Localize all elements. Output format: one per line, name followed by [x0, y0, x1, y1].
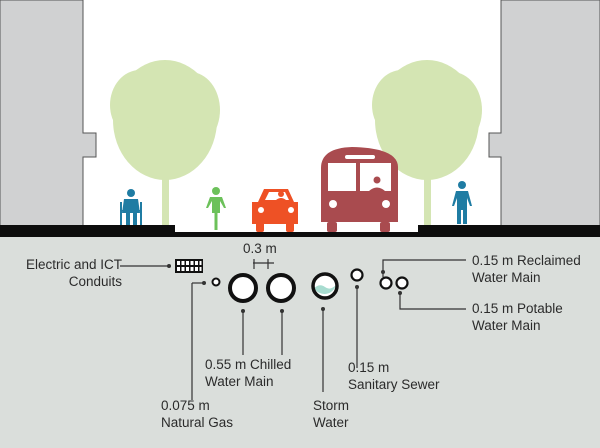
- chilled-size: 0.55 m Chilled: [205, 357, 292, 372]
- building-right: [488, 0, 600, 227]
- leader-dots: [167, 264, 402, 313]
- chilled-name: Water Main: [205, 374, 274, 389]
- reclaimed-name: Water Main: [472, 270, 541, 285]
- spacing-value: 0.3 m: [243, 241, 277, 256]
- gas-size: 0.075 m: [161, 398, 210, 413]
- electric-label-line2: Conduits: [68, 274, 122, 289]
- storm-water-label: Storm Water: [313, 397, 349, 431]
- bus-icon: [321, 147, 399, 232]
- gas-pipe-icon: [211, 277, 221, 287]
- sanitary-sewer-label: 0.15 m Sanitary Sewer: [348, 359, 440, 393]
- reclaimed-size: 0.15 m Reclaimed: [472, 253, 581, 268]
- car-icon: [252, 189, 298, 232]
- cyclist-icon: [206, 187, 226, 230]
- chilled-water-label: 0.55 m Chilled Water Main: [205, 356, 291, 390]
- spacing-label: 0.3 m: [243, 240, 277, 257]
- electric-label-line1: Electric and ICT: [25, 257, 122, 272]
- chilled-water-pipe-right-icon: [266, 273, 296, 303]
- sanitary-sewer-pipe-icon: [350, 268, 364, 282]
- building-left: [0, 0, 97, 227]
- reclaimed-water-pipe-icon: [379, 276, 393, 290]
- pedestrian-icon: [452, 181, 472, 224]
- gas-name: Natural Gas: [161, 415, 234, 430]
- underground-area: [0, 237, 600, 448]
- potable-size: 0.15 m Potable: [472, 301, 563, 316]
- storm-water-pipe-icon: [311, 272, 339, 300]
- electric-conduits-label: Electric and ICT Conduits: [14, 256, 122, 290]
- tree-left-icon: [110, 60, 220, 226]
- tree-right-icon: [372, 60, 482, 226]
- sanitary-size: 0.15 m: [348, 360, 390, 375]
- pavement: [0, 225, 600, 237]
- natural-gas-label: 0.075 m Natural Gas: [161, 397, 233, 431]
- storm-line2: Water: [313, 415, 349, 430]
- electric-conduit-icon: [175, 259, 203, 273]
- potable-name: Water Main: [472, 318, 541, 333]
- chilled-water-pipe-left-icon: [228, 273, 258, 303]
- pedestrian-walker-icon: [120, 189, 142, 225]
- storm-line1: Storm: [313, 398, 350, 413]
- potable-water-label: 0.15 m Potable Water Main: [472, 300, 563, 334]
- potable-water-pipe-icon: [395, 276, 409, 290]
- leader-lines: [120, 259, 466, 400]
- sanitary-name: Sanitary Sewer: [348, 377, 440, 392]
- reclaimed-water-label: 0.15 m Reclaimed Water Main: [472, 252, 581, 286]
